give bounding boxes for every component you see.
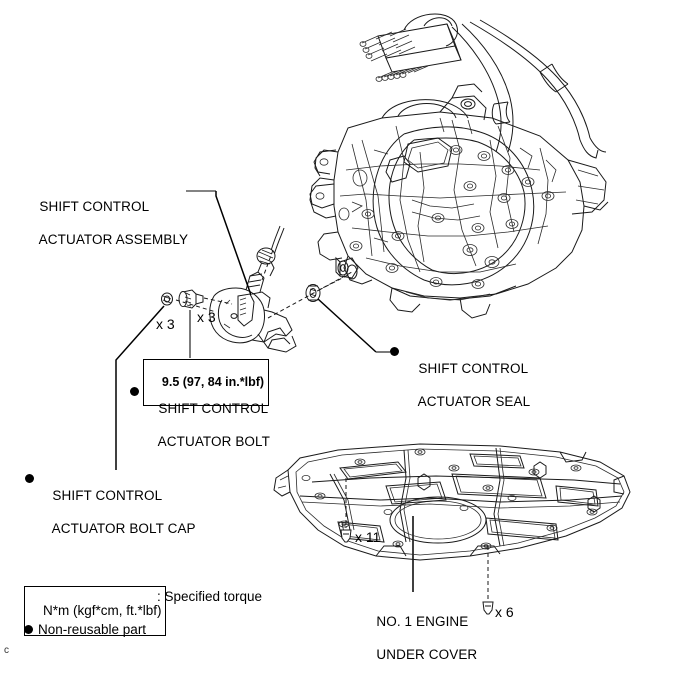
label-line-1: SHIFT CONTROL [52,487,163,503]
label-shift-control-actuator-bolt-cap: SHIFT CONTROL ACTUATOR BOLT CAP [37,471,196,554]
corner-mark: c [4,645,9,656]
engine-under-cover-illustration [273,443,631,561]
label-line-1: SHIFT CONTROL [418,360,529,376]
leader-actuator-assembly [215,191,252,296]
label-no1-engine-under-cover: NO. 1 ENGINE UNDER COVER [361,597,477,680]
assembly-axis-seal [318,273,351,291]
qty-bolt: x 3 [197,309,216,325]
shift-control-actuator-bolt-cap-part [161,292,173,306]
cover-bolt-b-part [482,546,494,615]
label-shift-control-actuator-bolt: SHIFT CONTROL ACTUATOR BOLT [143,384,270,467]
case-actuator-port [346,264,358,280]
legend-torque-unit-box: N*m (kgf*cm, ft.*lbf) [24,586,166,636]
legend-non-reusable-bullet [24,625,33,634]
shift-control-actuator-assembly-part [209,225,297,353]
non-reusable-bullet-seal [390,347,399,356]
non-reusable-bullet-bolt-cap [25,474,34,483]
torque-spec-value: 9.5 (97, 84 in.*lbf) [161,375,265,389]
shift-control-actuator-bolt-part [178,289,204,309]
cover-bolt-a-part [340,478,352,543]
label-line-2: UNDER COVER [376,646,478,662]
qty-cover-bolt-b: x 6 [495,604,514,620]
label-line-2: ACTUATOR ASSEMBLY [38,231,189,247]
qty-cover-bolt-a: x 11 [355,529,381,545]
qty-bolt-cap: x 3 [156,316,175,332]
non-reusable-bullet-bolt [130,387,139,396]
label-shift-control-actuator-seal: SHIFT CONTROL ACTUATOR SEAL [403,344,530,427]
legend-torque-meaning: : Specified torque [157,589,263,604]
label-line-1: SHIFT CONTROL [158,400,269,416]
label-line-1: SHIFT CONTROL [39,198,150,214]
label-line-2: ACTUATOR BOLT [157,433,270,449]
diagram-line-art [115,13,631,615]
assembly-axis-actuator-to-case [267,271,353,319]
transmission-hoses [451,19,607,159]
shift-control-actuator-seal-part [305,284,321,302]
assembly-axis-bolt [203,297,233,305]
legend-torque-units: N*m (kgf*cm, ft.*lbf) [43,603,162,618]
label-shift-control-actuator-assembly: SHIFT CONTROL ACTUATOR ASSEMBLY [24,182,188,265]
diagram-canvas: SHIFT CONTROL ACTUATOR ASSEMBLY SHIFT CO… [4,13,631,662]
transaxle-case [309,83,609,319]
assembly-axis-detent [261,249,274,281]
label-line-1: NO. 1 ENGINE [376,613,469,629]
transaxle-illustration [309,13,609,319]
label-line-2: ACTUATOR SEAL [417,393,531,409]
legend-non-reusable-text: Non-reusable part [38,622,147,637]
torque-spec-box: 9.5 (97, 84 in.*lbf) [143,359,270,406]
leader-seal-diagonal [317,298,377,353]
harness-connector [359,13,462,82]
label-line-2: ACTUATOR BOLT CAP [51,520,196,536]
